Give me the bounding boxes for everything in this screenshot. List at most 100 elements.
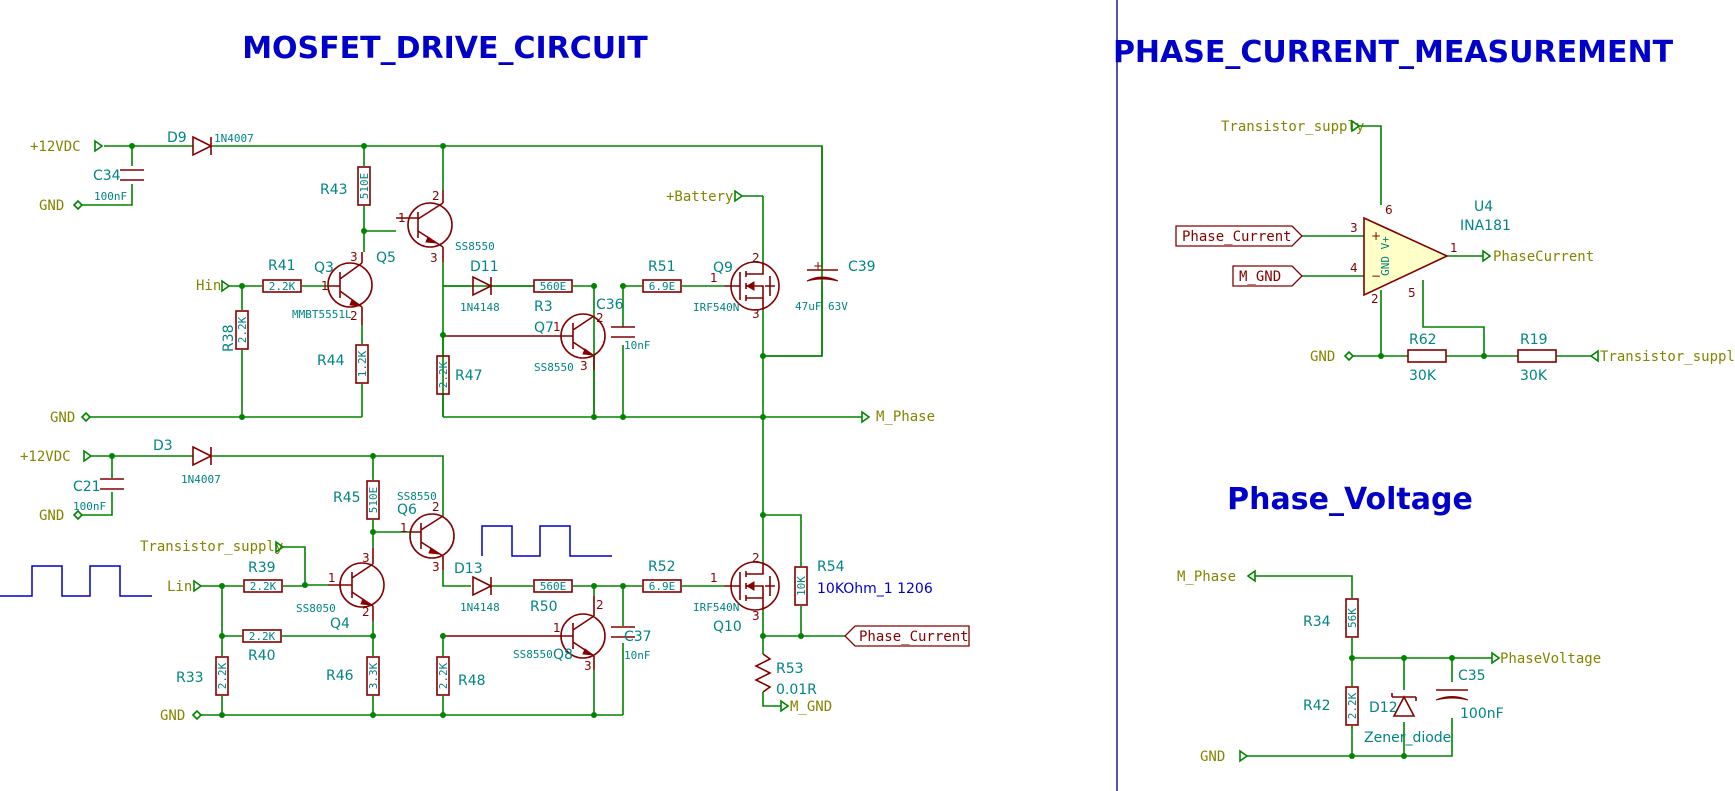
svg-text:+: + [813, 259, 823, 273]
svg-text:3: 3 [752, 307, 760, 321]
r19-value: 30K [1520, 368, 1548, 384]
net-label-12vdc-b: +12VDC [20, 449, 71, 465]
net-label-transistor-supply-3: Transistor_supply [1600, 349, 1735, 365]
q3-ref: Q3 [314, 260, 334, 276]
q3-value: MMBT5551L [292, 308, 352, 321]
svg-text:2: 2 [752, 551, 760, 565]
net-label-gnd-5: GND [1310, 349, 1335, 365]
diode-d11: D11 1N4148 [460, 259, 500, 314]
net-label-gnd-3: GND [39, 508, 64, 524]
r43-value: 510E [358, 173, 371, 200]
r54-value: 10K [795, 576, 808, 596]
transistor-q3: 1 3 2 Q3 MMBT5551L [292, 250, 373, 325]
port-arrow-icon [94, 139, 104, 153]
svg-text:2: 2 [1371, 292, 1379, 306]
q6-value: SS8550 [397, 490, 437, 503]
d13-value: 1N4148 [460, 601, 500, 614]
svg-text:1: 1 [553, 320, 561, 334]
net-label-m-gnd-out: M_GND [790, 699, 832, 715]
net-label-battery: +Battery [666, 189, 733, 205]
r51-ref: R51 [648, 259, 676, 275]
opamp-u4: + − GND V+ 3 4 6 2 5 1 U4 INA181 [1350, 199, 1511, 306]
svg-text:3: 3 [580, 359, 588, 373]
q5-ref: Q5 [376, 250, 396, 266]
net-label-transistor-supply-2: Transistor_supply [1221, 119, 1364, 135]
transistor-q8: 1 2 3 Q8 SS8550 [443, 596, 606, 673]
c39-value: 47uF [795, 300, 822, 313]
svg-text:5: 5 [1408, 286, 1416, 300]
c37-value: 10nF [624, 649, 651, 662]
c39-voltage: 63V [828, 300, 848, 313]
d12-ref: D12 [1369, 700, 1398, 716]
svg-text:1: 1 [553, 621, 561, 635]
r41-value: 2.2K [269, 280, 296, 293]
net-label-transistor-supply-1: Transistor_supply [140, 539, 283, 555]
c35-value: 100nF [1460, 706, 1504, 722]
svg-text:2: 2 [362, 605, 370, 619]
svg-text:3: 3 [350, 250, 358, 264]
r44-value: 1.2K [356, 350, 369, 377]
q10-ref: Q10 [713, 619, 742, 635]
svg-text:2: 2 [752, 251, 760, 265]
diode-d3: D3 1N4007 [153, 438, 221, 486]
q9-ref: Q9 [713, 260, 733, 276]
r45-ref: R45 [333, 490, 361, 506]
d11-ref: D11 [470, 259, 499, 275]
svg-text:M_GND: M_GND [1239, 269, 1281, 285]
d12-value: Zener_diode [1364, 730, 1451, 746]
net-label-m-phase-out: M_Phase [876, 409, 935, 425]
svg-text:1: 1 [398, 211, 406, 225]
q7-ref: Q7 [534, 320, 554, 336]
r47-value: 2.2K [437, 361, 450, 388]
d3-ref: D3 [153, 438, 173, 454]
r50-value: 560E [540, 580, 567, 593]
r40-value: 2.2K [249, 630, 276, 643]
svg-text:3: 3 [1350, 221, 1358, 235]
r39-value: 2.2K [250, 580, 277, 593]
junction-dots [109, 143, 804, 718]
pwm-waveform-gate [481, 525, 612, 557]
svg-text:1: 1 [328, 571, 336, 585]
r52-ref: R52 [648, 559, 676, 575]
capacitor-c37: C37 10nF [611, 626, 652, 662]
q4-ref: Q4 [330, 616, 350, 632]
svg-text:3: 3 [432, 560, 440, 574]
c35-ref: C35 [1458, 668, 1486, 684]
svg-text:4: 4 [1350, 261, 1358, 275]
svg-text:2: 2 [350, 309, 358, 323]
c36-value: 10nF [624, 339, 651, 352]
r51-value: 6.9E [649, 280, 676, 293]
transistor-q6: 1 2 3 Q6 SS8550 [397, 490, 455, 574]
capacitor-c36: C36 10nF [596, 297, 651, 352]
r33-ref: R33 [176, 670, 204, 686]
c21-value: 100nF [73, 500, 106, 513]
net-label-gnd-6: GND [1200, 749, 1225, 765]
c39-ref: C39 [848, 259, 876, 275]
d9-value: 1N4007 [214, 132, 254, 145]
r41-ref: R41 [268, 258, 296, 274]
d3-value: 1N4007 [181, 473, 221, 486]
global-label-m-gnd: M_GND [1232, 265, 1303, 287]
r48-ref: R48 [458, 673, 486, 689]
phase-current-section: Transistor_supply + − GND V+ 3 4 6 2 5 1… [1175, 119, 1735, 384]
q5-value: SS8550 [455, 240, 495, 253]
port-diamond-icon [72, 199, 84, 211]
svg-text:3: 3 [584, 659, 592, 673]
r53-ref: R53 [776, 661, 804, 677]
c34-ref: C34 [93, 168, 121, 184]
q7-value: SS8550 [534, 361, 574, 374]
c37-ref: C37 [624, 629, 652, 645]
svg-text:1: 1 [1450, 241, 1458, 255]
svg-text:2: 2 [596, 311, 604, 325]
high-side-driver: +12VDC GND D9 1N4007 C34 100nF 510E R43 … [30, 130, 935, 510]
svg-text:Phase_Current: Phase_Current [1182, 229, 1292, 245]
r46-ref: R46 [326, 668, 354, 684]
r3-value: 560E [540, 280, 567, 293]
svg-text:6: 6 [1385, 203, 1393, 217]
svg-text:3: 3 [430, 251, 438, 265]
net-label-phase-voltage-out: PhaseVoltage [1500, 651, 1601, 667]
svg-text:2: 2 [432, 500, 440, 514]
resistor-r53: R53 0.01R [754, 653, 817, 698]
svg-text:2: 2 [432, 189, 440, 203]
phase-voltage-section: M_Phase 56K R34 2.2K R42 D12 Zener_diode… [1177, 569, 1601, 765]
